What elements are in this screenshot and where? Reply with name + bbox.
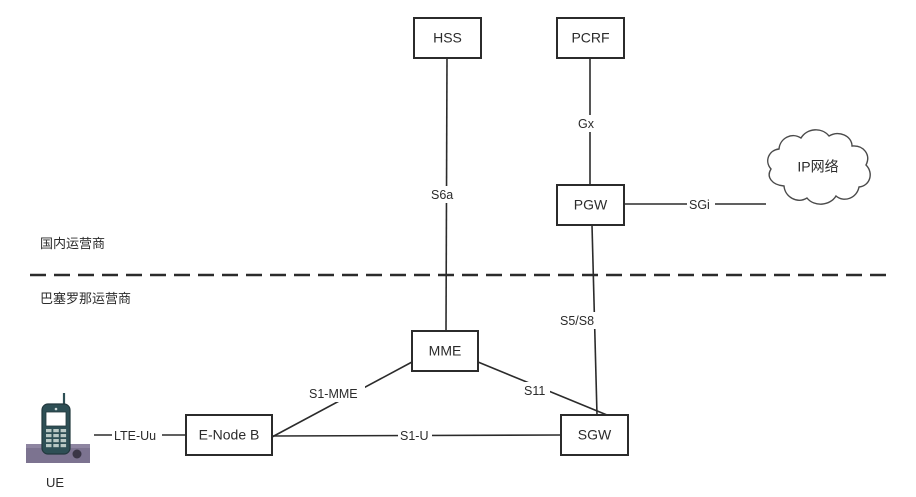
edge-label-lte-uu: LTE-Uu [112, 427, 162, 444]
edge-label-gx: Gx [576, 115, 601, 132]
edge-label-s11-text: S11 [524, 384, 545, 398]
node-ip-network-label: IP网络 [797, 159, 838, 175]
node-sgw-label: SGW [578, 427, 612, 443]
node-enodeb-box [185, 414, 273, 456]
node-ip-network[interactable]: IP网络 [767, 129, 871, 205]
node-hss-box [413, 17, 482, 59]
node-mme-box [411, 330, 479, 372]
node-pgw[interactable]: PGW [556, 184, 625, 226]
edge-labels: S6a Gx SGi S5/S8 S11 S1-MME [112, 115, 715, 444]
edge-label-s5s8-text: S5/S8 [560, 314, 594, 328]
edge-label-s5s8: S5/S8 [558, 312, 602, 329]
node-pcrf-label: PCRF [571, 30, 609, 46]
ue-device[interactable]: UE [26, 393, 90, 490]
zone-label-upper: 国内运营商 [40, 236, 105, 251]
edge-label-s1-u: S1-U [398, 427, 432, 444]
ue-screen-icon [45, 411, 67, 427]
node-pgw-label: PGW [574, 197, 608, 213]
node-hss-label: HSS [433, 30, 462, 46]
edge-label-s1-mme-text: S1-MME [309, 387, 358, 401]
node-pgw-box [556, 184, 625, 226]
node-enodeb-label: E-Node B [199, 427, 260, 443]
edge-label-sgi: SGi [687, 196, 715, 213]
edge-label-gx-text: Gx [578, 117, 595, 131]
node-enodeb[interactable]: E-Node B [185, 414, 273, 456]
edge-label-s1-u-text: S1-U [400, 429, 428, 443]
node-sgw[interactable]: SGW [560, 414, 629, 456]
node-pcrf[interactable]: PCRF [556, 17, 625, 59]
cloud-icon [767, 129, 871, 205]
ue-keypad-icon [46, 429, 67, 448]
ue-base-button-icon [72, 449, 82, 459]
edge-label-lte-uu-text: LTE-Uu [114, 429, 156, 443]
ue-label: UE [46, 475, 64, 490]
ue-earpiece-icon [54, 407, 58, 411]
edge-label-s11: S11 [522, 382, 550, 399]
node-pcrf-box [556, 17, 625, 59]
node-sgw-box [560, 414, 629, 456]
edge-label-s1-mme: S1-MME [307, 385, 365, 402]
node-hss[interactable]: HSS [413, 17, 482, 59]
edge-label-s6a-text: S6a [431, 188, 453, 202]
node-mme-label: MME [429, 343, 462, 359]
connection-lines [94, 57, 766, 438]
zone-label-lower: 巴塞罗那运营商 [40, 291, 131, 306]
edge-label-s6a: S6a [429, 186, 460, 203]
zone-labels: 国内运营商 巴塞罗那运营商 [40, 236, 131, 306]
node-mme[interactable]: MME [411, 330, 479, 372]
edge-label-sgi-text: SGi [689, 198, 710, 212]
